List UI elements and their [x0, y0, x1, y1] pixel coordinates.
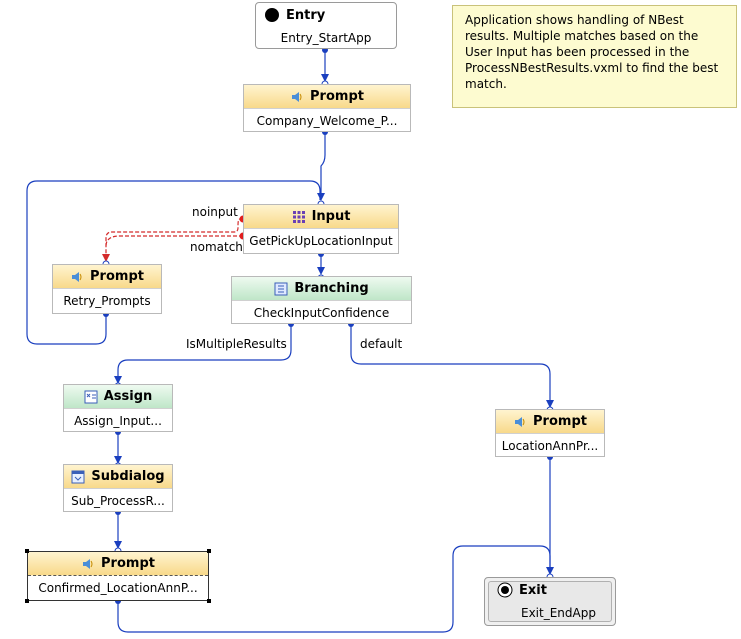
edge-nomatch-retry — [105, 235, 243, 247]
exit-node[interactable]: Exit Exit_EndApp — [484, 577, 616, 626]
selection-handle[interactable] — [207, 549, 211, 553]
subdialog-icon — [71, 470, 85, 483]
node-type-label: Prompt — [310, 89, 364, 104]
subdialog-node[interactable]: Subdialog Sub_ProcessR... — [63, 464, 173, 512]
note-text: Application shows handling of NBest resu… — [465, 13, 719, 91]
node-type-label: Entry — [286, 7, 326, 23]
node-name: Retry_Prompts — [63, 294, 151, 308]
selection-handle[interactable] — [25, 599, 29, 603]
node-name: CheckInputConfidence — [253, 306, 390, 320]
node-name: Assign_Input... — [74, 414, 162, 428]
prompt-node-confirmed[interactable]: Prompt Confirmed_LocationAnnP... — [27, 551, 209, 601]
filled-circle-icon — [265, 8, 279, 22]
node-type-label: Prompt — [90, 269, 144, 284]
assign-node[interactable]: Assign Assign_Input... — [63, 384, 173, 432]
edge-retry-input — [26, 180, 321, 345]
speaker-icon — [515, 416, 525, 427]
edge-branching-assign — [117, 324, 292, 380]
node-type-label: Subdialog — [91, 469, 165, 484]
node-name: GetPickUpLocationInput — [249, 234, 393, 248]
node-type-label: Input — [311, 209, 351, 224]
node-type-label: Branching — [294, 281, 369, 296]
speaker-icon — [292, 91, 302, 102]
node-name: Exit_EndApp — [521, 606, 596, 620]
node-type-label: Prompt — [101, 556, 155, 571]
entry-node[interactable]: Entry Entry_StartApp — [255, 2, 397, 49]
edge-label-nomatch: nomatch — [190, 240, 243, 254]
annotation-note[interactable]: Application shows handling of NBest resu… — [452, 5, 737, 108]
selection-handle[interactable] — [207, 599, 211, 603]
edge-welcome-input — [320, 132, 326, 198]
prompt-node-retry[interactable]: Prompt Retry_Prompts — [52, 264, 162, 314]
edge-label-multiple: IsMultipleResults — [186, 337, 287, 351]
node-name: Entry_StartApp — [280, 31, 372, 45]
prompt-node-welcome[interactable]: Prompt Company_Welcome_P... — [243, 84, 411, 132]
node-name: Confirmed_LocationAnnP... — [38, 581, 198, 595]
node-name: LocationAnnPr... — [501, 439, 599, 453]
speaker-icon — [72, 271, 82, 282]
edge-confirmed-exit — [117, 545, 551, 633]
keypad-icon — [292, 210, 305, 223]
prompt-node-location[interactable]: Prompt LocationAnnPr... — [495, 409, 605, 457]
branch-icon — [274, 282, 288, 295]
edge-label-noinput: noinput — [192, 205, 238, 219]
assign-icon — [84, 390, 98, 403]
edge-branching-location — [350, 324, 551, 405]
edge-noinput-retry — [105, 218, 243, 258]
node-type-label: Prompt — [533, 414, 587, 429]
speaker-icon — [83, 558, 93, 569]
node-type-label: Exit — [519, 582, 547, 598]
stop-circle-icon — [497, 582, 513, 598]
node-name: Company_Welcome_P... — [256, 114, 398, 128]
node-type-label: Assign — [103, 389, 153, 404]
selection-handle[interactable] — [25, 549, 29, 553]
node-name: Sub_ProcessR... — [71, 494, 165, 508]
branching-node[interactable]: Branching CheckInputConfidence — [231, 276, 412, 324]
input-node[interactable]: Input GetPickUpLocationInput — [243, 204, 399, 254]
edge-label-default: default — [360, 337, 403, 351]
